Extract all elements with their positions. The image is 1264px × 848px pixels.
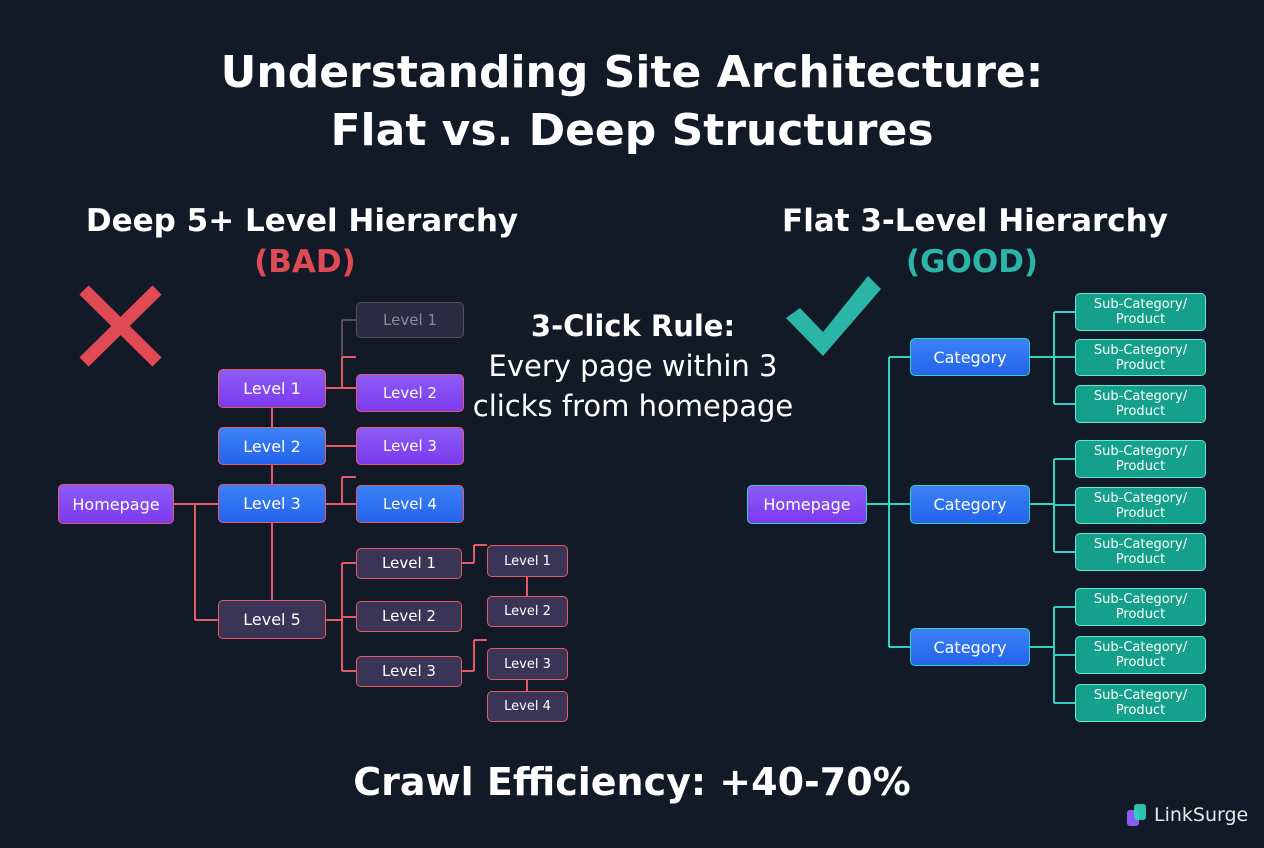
deep-level-2-node: Level 2 [218, 427, 326, 465]
deep-heading: Deep 5+ Level Hierarchy [85, 203, 519, 239]
deep-level-2-child-node: Level 3 [356, 427, 464, 465]
flat-category-node: Category [910, 628, 1030, 666]
brand: LinkSurge [1126, 802, 1248, 828]
flat-subcategory-node: Sub-Category/ Product [1075, 588, 1206, 626]
deep-subsub-level-3-node: Level 3 [487, 648, 568, 680]
deep-level-3-node: Level 3 [218, 484, 326, 523]
title-line-1: Understanding Site Architecture: [220, 47, 1044, 98]
flat-subcategory-node: Sub-Category/ Product [1075, 487, 1206, 524]
three-click-rule: 3-Click Rule: Every page within 3 clicks… [470, 306, 796, 426]
crawl-efficiency: Crawl Efficiency: +40-70% [353, 760, 911, 804]
flat-subcategory-node: Sub-Category/ Product [1075, 385, 1206, 423]
flat-subcategory-node: Sub-Category/ Product [1075, 684, 1206, 722]
flat-subcategory-node: Sub-Category/ Product [1075, 636, 1206, 674]
flat-wires [867, 311, 1075, 704]
deep-level-1-node: Level 1 [218, 369, 326, 408]
deep-subsub-level-4-node: Level 4 [487, 691, 568, 722]
deep-subsub-level-2-node: Level 2 [487, 596, 568, 627]
deep-level-5-node: Level 5 [218, 600, 326, 639]
flat-subcategory-node: Sub-Category/ Product [1075, 533, 1206, 571]
x-mark-icon [79, 285, 162, 367]
deep-sub-level-1-node: Level 1 [356, 548, 462, 579]
flat-verdict: (GOOD) [905, 244, 1039, 280]
deep-homepage-node: Homepage [58, 484, 174, 524]
deep-sub-level-2-node: Level 2 [356, 601, 462, 632]
flat-category-node: Category [910, 485, 1030, 524]
deep-subsub-level-1-node: Level 1 [487, 545, 568, 577]
deep-faded-level-1-node: Level 1 [356, 302, 464, 338]
rule-title: 3-Click Rule: [530, 309, 736, 343]
check-mark-icon [786, 276, 881, 356]
flat-subcategory-node: Sub-Category/ Product [1075, 339, 1206, 376]
deep-wires [173, 319, 528, 691]
flat-heading: Flat 3-Level Hierarchy [782, 203, 1168, 239]
flat-category-node: Category [910, 338, 1030, 376]
linksurge-logo-icon [1127, 804, 1146, 826]
deep-level-3-child-node: Level 4 [356, 485, 464, 523]
rule-body: Every page within 3 clicks from homepage [472, 349, 794, 423]
deep-level-1-child-node: Level 2 [356, 374, 464, 412]
deep-sub-level-3-node: Level 3 [356, 656, 462, 687]
title-line-2: Flat vs. Deep Structures [330, 105, 934, 156]
flat-homepage-node: Homepage [747, 485, 867, 524]
flat-subcategory-node: Sub-Category/ Product [1075, 293, 1206, 331]
flat-subcategory-node: Sub-Category/ Product [1075, 440, 1206, 478]
brand-name: LinkSurge [1154, 804, 1249, 826]
page-title: Understanding Site Architecture: Flat vs… [0, 44, 1264, 160]
deep-verdict: (BAD) [254, 244, 356, 280]
